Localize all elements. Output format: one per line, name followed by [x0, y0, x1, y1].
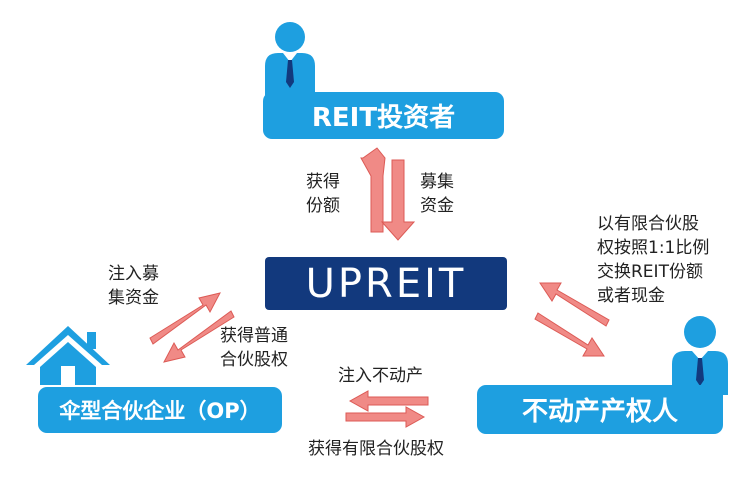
- upreit-box: UPREIT: [265, 257, 507, 310]
- arrow-down: [380, 159, 416, 241]
- label-line: 注入募: [108, 264, 159, 284]
- arrow-to-partnership: [163, 310, 235, 363]
- label-line: 资金: [420, 196, 454, 216]
- arrow-to-partnership-h: [348, 390, 429, 412]
- arrow-to-owner-h: [345, 406, 426, 428]
- label-line: 以有限合伙股: [597, 214, 699, 234]
- label-line: 交换REIT份额: [597, 262, 703, 282]
- owner-box: 不动产产权人: [477, 385, 723, 434]
- vertical-arrows: [360, 147, 416, 241]
- label-line: 或者现金: [597, 286, 665, 306]
- investor-gets-label: 获得 份额: [306, 170, 340, 218]
- investor-box: REIT投资者: [263, 92, 504, 139]
- upreit-label: UPREIT: [305, 260, 467, 307]
- person-icon: [672, 316, 728, 395]
- label-line: 合伙股权: [220, 350, 288, 370]
- label-line: 份额: [306, 196, 340, 216]
- partnership-box: 伞型合伙企业（OP）: [38, 387, 282, 433]
- right-diagonal-arrows: [534, 282, 610, 357]
- get-common-units-label: 获得普通 合伙股权: [220, 324, 288, 372]
- label-line: 集资金: [108, 288, 159, 308]
- investor-label: REIT投资者: [311, 103, 456, 133]
- label-line: 获得普通: [220, 326, 288, 346]
- label-line: 注入不动产: [338, 366, 423, 386]
- inject-property-label: 注入不动产: [338, 364, 423, 388]
- get-limited-units-label: 获得有限合伙股权: [308, 437, 444, 461]
- label-line: 获得有限合伙股权: [308, 439, 444, 459]
- horizontal-arrows: [345, 390, 429, 428]
- arrow-to-upreit-right: [539, 282, 610, 327]
- label-line: 获得: [306, 172, 340, 192]
- arrow-up: [360, 147, 386, 233]
- house-icon: [26, 326, 110, 385]
- exchange-label: 以有限合伙股 权按照1:1比例 交换REIT份额 或者现金: [597, 212, 709, 308]
- partnership-label: 伞型合伙企业（OP）: [59, 399, 261, 423]
- person-icon: [265, 22, 315, 100]
- arrow-to-owner: [534, 312, 605, 357]
- label-line: 权按照1:1比例: [597, 238, 710, 258]
- investor-raises-label: 募集 资金: [420, 170, 454, 218]
- arrow-to-upreit: [149, 292, 221, 345]
- inject-funds-label: 注入募 集资金: [108, 262, 159, 310]
- owner-label: 不动产产权人: [521, 397, 678, 427]
- left-diagonal-arrows: [149, 292, 235, 363]
- label-line: 募集: [420, 172, 454, 192]
